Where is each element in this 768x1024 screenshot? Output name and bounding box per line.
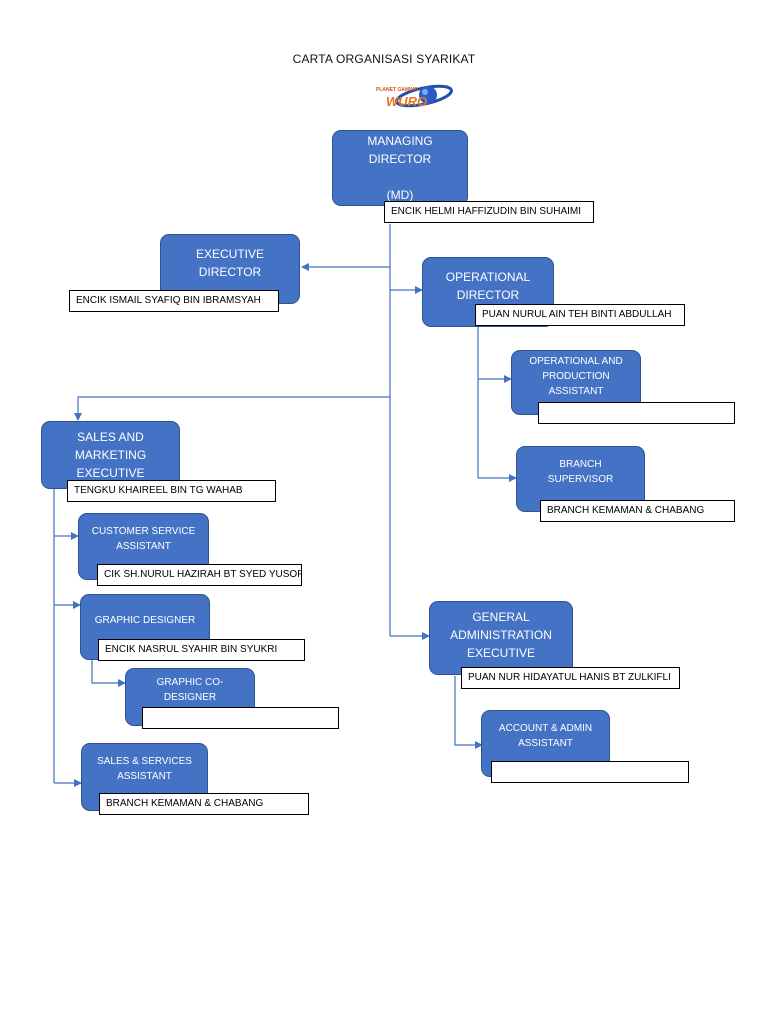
sales-marketing-executive-role: SALES AND MARKETING EXECUTIVE: [74, 430, 147, 480]
graphic-designer-role: GRAPHIC DESIGNER: [94, 614, 196, 626]
sales-services-assistant-role: SALES & SERVICES ASSISTANT: [97, 756, 192, 782]
executive-director-name: ENCIK ISMAIL SYAFIQ BIN IBRAMSYAH: [69, 290, 279, 312]
graphic-co-designer-role: GRAPHIC CO- DESIGNER: [156, 677, 224, 703]
connector-to-graphic-co-designer: [91, 660, 126, 687]
general-administration-executive-role: GENERAL ADMINISTRATION EXECUTIVE: [450, 610, 552, 660]
customer-service-assistant-role: CUSTOMER SERVICE ASSISTANT: [91, 525, 196, 552]
sales-marketing-executive-name: TENGKU KHAIREEL BIN TG WAHAB: [67, 480, 276, 502]
node-sales-marketing-executive: SALES AND MARKETING EXECUTIVE: [41, 421, 180, 489]
general-administration-executive-name: PUAN NUR HIDAYATUL HANIS BT ZULKIFLI: [461, 667, 680, 689]
operational-production-assistant-name: [538, 402, 735, 424]
branch-supervisor-role: BRANCH SUPERVISOR: [547, 459, 614, 485]
svg-text:PLANET GAMING: PLANET GAMING: [376, 87, 418, 93]
executive-director-role: EXECUTIVE DIRECTOR: [195, 247, 264, 279]
managing-director-role: MANAGING DIRECTOR (MD): [367, 134, 433, 202]
managing-director-name: ENCIK HELMI HAFFIZUDIN BIN SUHAIMI: [384, 201, 594, 223]
branch-supervisor-name: BRANCH KEMAMAN & CHABANG: [540, 500, 735, 522]
node-managing-director: MANAGING DIRECTOR (MD): [332, 130, 468, 206]
graphic-designer-name: ENCIK NASRUL SYAHIR BIN SYUKRI: [98, 639, 305, 661]
customer-service-assistant-name: CIK SH.NURUL HAZIRAH BT SYED YUSOF: [97, 564, 302, 586]
operational-director-role: OPERATIONAL DIRECTOR: [445, 270, 531, 302]
connector-to-sales-marketing: [74, 396, 390, 421]
chart-title: CARTA ORGANISASI SYARIKAT: [292, 52, 476, 66]
operational-production-assistant-role: OPERATIONAL AND PRODUCTION ASSISTANT: [529, 356, 623, 397]
node-general-administration-executive: GENERAL ADMINISTRATION EXECUTIVE: [429, 601, 573, 675]
company-logo: PLANET GAMING WURO: [376, 84, 453, 109]
connector-to-account-admin: [454, 676, 483, 749]
account-admin-assistant-name: [491, 761, 689, 783]
operational-director-name: PUAN NURUL AIN TEH BINTI ABDULLAH: [475, 304, 685, 326]
sales-services-assistant-name: BRANCH KEMAMAN & CHABANG: [99, 793, 309, 815]
svg-text:WURO: WURO: [386, 94, 427, 109]
account-admin-assistant-role: ACCOUNT & ADMIN ASSISTANT: [498, 722, 593, 749]
graphic-co-designer-name: [142, 707, 339, 729]
